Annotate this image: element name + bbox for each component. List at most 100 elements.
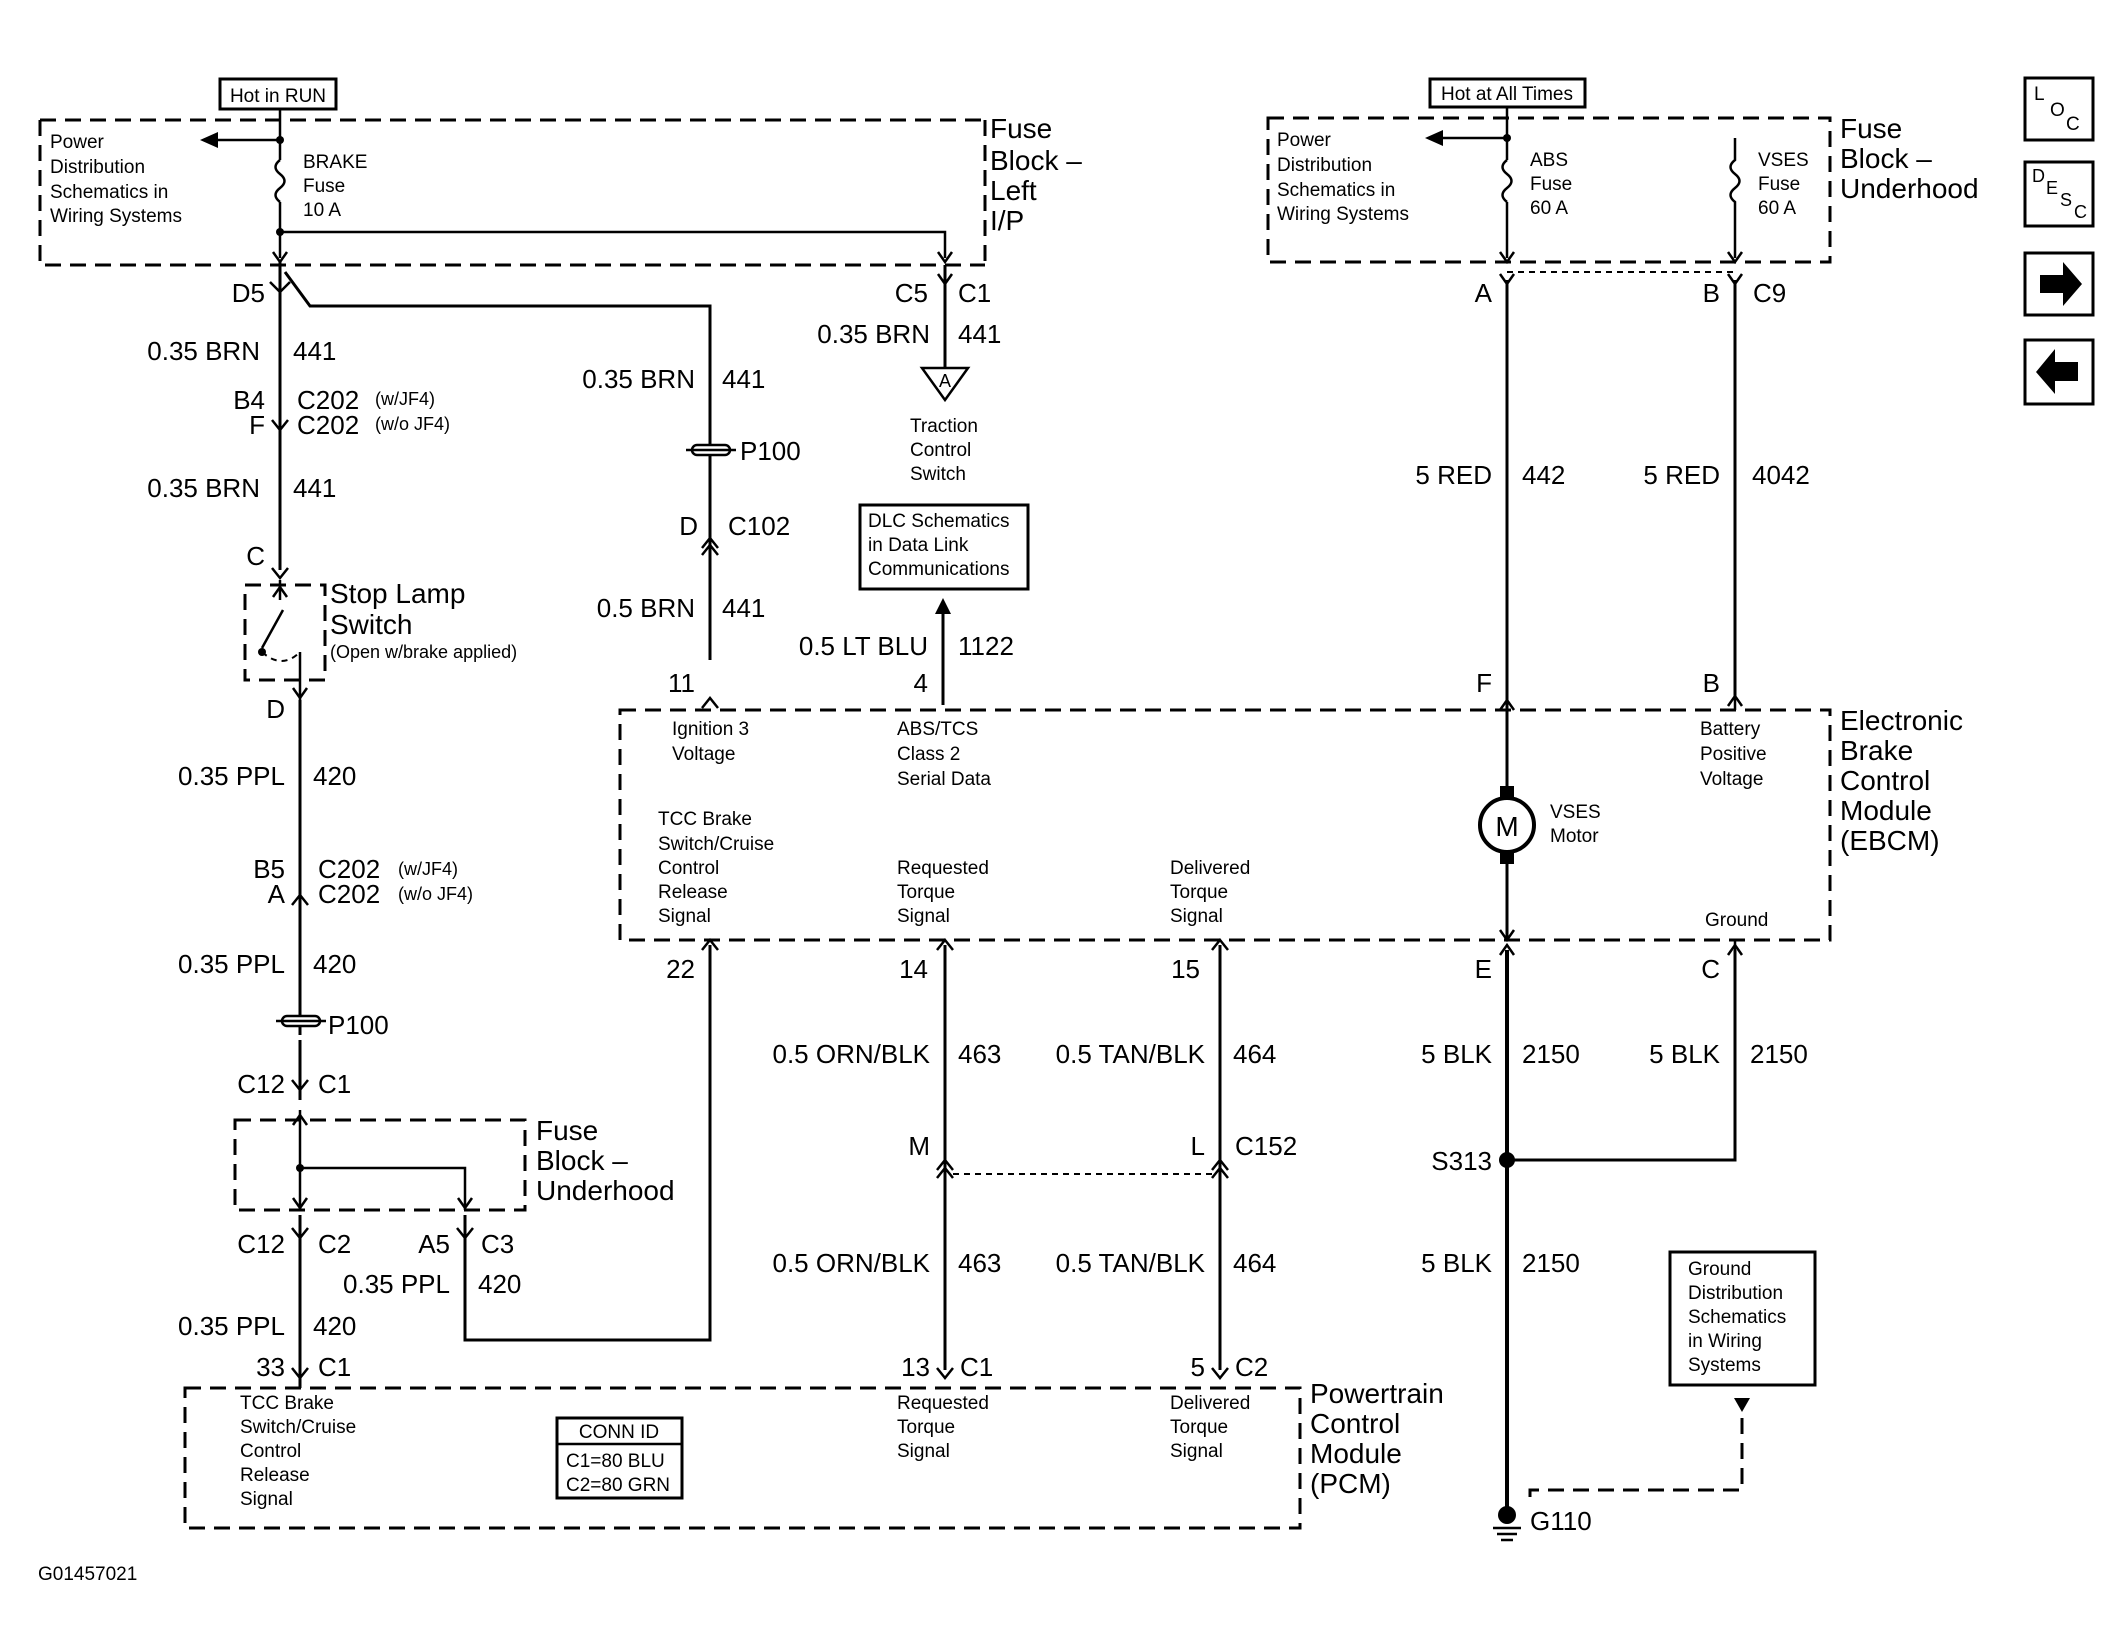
connector-c1: C1	[318, 1352, 351, 1382]
pin-15: 15	[1171, 954, 1200, 984]
wire-circuit-2150: 2150	[1750, 1039, 1808, 1069]
fuse-block-underhood-mid-label: Fuse Block – Underhood	[536, 1115, 675, 1206]
hot-in-run-label-box	[218, 77, 338, 111]
wire-gauge-2150: 5 BLK	[1649, 1039, 1720, 1069]
connector-p100: P100	[740, 436, 801, 466]
ebcm-name: Electronic Brake Control Module (EBCM)	[1840, 705, 1971, 856]
brake-fuse-symbol	[274, 159, 286, 203]
loc-button[interactable]: L O C	[2023, 76, 2095, 142]
pin-d5: D5	[232, 278, 265, 308]
conn-id-box	[555, 1416, 684, 1500]
torque-signal-circuits: 22 14 15 0.5 ORN/BLK 463 0.5 TAN/BLK 464…	[666, 937, 1297, 1382]
pcm-module: Powertrain Control Module (PCM) TCC Brak…	[183, 1378, 1452, 1530]
conn-id-title: CONN ID	[579, 1422, 659, 1443]
abs-fuse-symbol	[1501, 159, 1513, 203]
fuse-block-underhood-top: Hot at All Times Power Distribution Sche…	[1266, 77, 1979, 265]
wire-gauge-420: 0.35 PPL	[178, 761, 285, 791]
option-wo-jf4: (w/o JF4)	[398, 884, 473, 904]
pin-4: 4	[914, 668, 928, 698]
connector-c2: C2	[1235, 1352, 1268, 1382]
pin-c: C	[1701, 954, 1720, 984]
pin-f: F	[1476, 668, 1492, 698]
ground-icon	[1493, 1506, 1521, 1542]
stop-lamp-switch-label: Stop Lamp Switch	[330, 578, 473, 640]
option-wo-jf4: (w/o JF4)	[375, 414, 450, 434]
desc-button[interactable]: D E S C	[2023, 160, 2095, 228]
stop-lamp-switch-box	[243, 583, 327, 682]
arrow-left-icon	[200, 132, 218, 148]
pin-l: L	[1191, 1131, 1205, 1161]
ebcm-ground-label: Ground	[1705, 910, 1768, 931]
pin-a: A	[1475, 278, 1493, 308]
wire-gauge-1122: 0.5 LT BLU	[799, 631, 928, 661]
wire-circuit-464: 464	[1233, 1248, 1276, 1278]
stop-lamp-note: (Open w/brake applied)	[330, 642, 517, 662]
wire-circuit-441: 441	[293, 336, 336, 366]
dlc-box	[858, 503, 1030, 591]
pin-c: C	[246, 541, 265, 571]
wire-circuit-441: 441	[958, 319, 1001, 349]
splice-s313: S313	[1431, 1146, 1492, 1176]
hot-at-all-times-label: Hot at All Times	[1441, 84, 1573, 105]
pin-f: F	[249, 410, 265, 440]
wire-circuit-2150: 2150	[1522, 1248, 1580, 1278]
next-button[interactable]	[2023, 251, 2095, 317]
prev-button[interactable]	[2023, 338, 2095, 406]
traction-symbol-letter: A	[939, 371, 951, 391]
pin-33: 33	[256, 1352, 285, 1382]
pin-a: A	[268, 879, 286, 909]
wire-circuit-463: 463	[958, 1248, 1001, 1278]
connector-c12: C12	[237, 1229, 285, 1259]
pcm-name: Powertrain Control Module (PCM)	[1310, 1378, 1452, 1499]
connector-c1: C1	[960, 1352, 993, 1382]
wire-gauge-420: 0.35 PPL	[178, 1311, 285, 1341]
pin-e: E	[1475, 954, 1492, 984]
option-w-jf4: (w/JF4)	[375, 389, 435, 409]
wire-gauge-441: 0.35 BRN	[582, 364, 695, 394]
connector-c152: C152	[1235, 1131, 1297, 1161]
pin-22: 22	[666, 954, 695, 984]
ground-dist-box	[1668, 1250, 1817, 1387]
wire-gauge-441: 0.35 BRN	[147, 473, 260, 503]
connector-c202: C202	[297, 410, 359, 440]
right-column-circuit: A B C9 5 RED 442 5 RED 4042 F B E C 5 BL…	[1415, 271, 1817, 1542]
s313-splice-dot	[1499, 1152, 1515, 1168]
ground-g110: G110	[1530, 1506, 1592, 1536]
traction-control-switch-label: Traction Control Switch	[910, 416, 983, 485]
fuse-block-underhood-label: Fuse Block – Underhood	[1840, 113, 1979, 204]
arrow-up-icon	[935, 598, 951, 614]
pcm-tcc-label: TCC Brake Switch/Cruise Control Release …	[240, 1393, 361, 1510]
wire-gauge-420: 0.35 PPL	[343, 1269, 450, 1299]
wire-circuit-1122: 1122	[958, 631, 1014, 661]
wire-gauge-441: 0.5 BRN	[597, 593, 695, 623]
option-w-jf4: (w/JF4)	[398, 859, 458, 879]
left-column-circuit: D5 0.35 BRN 441 B4 C202 (w/JF4) F C202 (…	[147, 262, 712, 1388]
arrow-down-icon	[1734, 1398, 1750, 1412]
wire-gauge-420: 0.35 PPL	[178, 949, 285, 979]
brake-fuse-label: BRAKE Fuse 10 A	[303, 152, 373, 221]
wire-circuit-4042: 4042	[1752, 460, 1810, 490]
wire-gauge-2150: 5 BLK	[1421, 1039, 1492, 1069]
ignition-441-circuit: 0.35 BRN 441 P100 D C102 0.5 BRN 441 11	[582, 364, 801, 709]
pin-b: B	[1703, 668, 1720, 698]
connector-p100: P100	[328, 1010, 389, 1040]
connector-c202: C202	[318, 854, 380, 884]
pin-14: 14	[899, 954, 928, 984]
wire-gauge-463: 0.5 ORN/BLK	[772, 1039, 930, 1069]
power-dist-left: Power Distribution Schematics in Wiring …	[50, 132, 182, 227]
desc-label: D E S C	[2032, 166, 2087, 222]
ebcm-serial-data-label: ABS/TCS Class 2 Serial Data	[897, 719, 991, 790]
wire-gauge-464: 0.5 TAN/BLK	[1056, 1039, 1206, 1069]
connector-c1: C1	[958, 278, 991, 308]
ebcm-tcc-label: TCC Brake Switch/Cruise Control Release …	[658, 809, 779, 927]
wire-circuit-420: 420	[313, 761, 356, 791]
connector-c2: C2	[318, 1229, 351, 1259]
connector-c202: C202	[318, 879, 380, 909]
pin-13: 13	[901, 1352, 930, 1382]
ebcm-module: Electronic Brake Control Module (EBCM) I…	[618, 693, 1971, 950]
wire-circuit-441: 441	[722, 593, 765, 623]
pcm-requested-torque-label: Requested Torque Signal	[897, 1393, 994, 1462]
connector-c3: C3	[481, 1229, 514, 1259]
dlc-label: DLC Schematics in Data Link Communicatio…	[868, 511, 1015, 580]
switch-blade	[260, 609, 285, 649]
